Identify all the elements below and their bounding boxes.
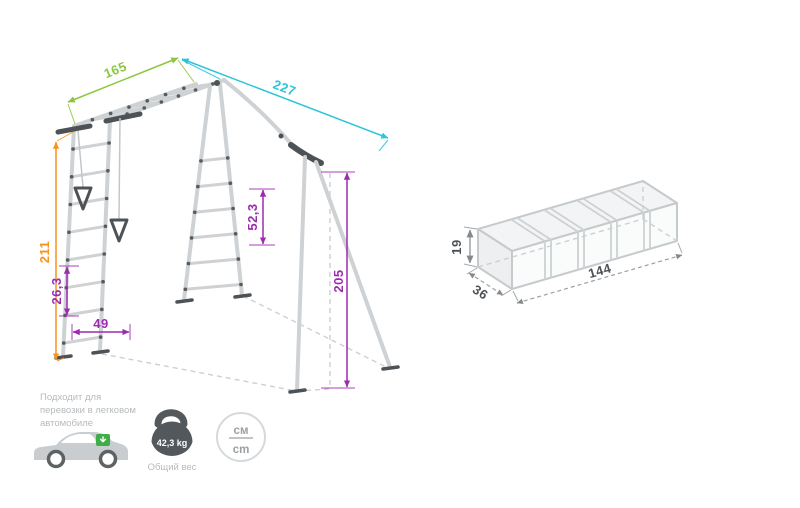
- kettlebell-body: [151, 421, 193, 456]
- dim-label-36: 36: [470, 282, 491, 303]
- dimension-left-height: 211: [37, 131, 74, 362]
- dim-ext: [321, 171, 355, 389]
- wall-ladder: [61, 118, 112, 359]
- transport-note-line3: автомобиле: [40, 418, 93, 429]
- swing-hanger-bracket: [288, 142, 324, 166]
- ring-ropes: [77, 117, 121, 220]
- units-circle: [216, 412, 266, 462]
- dimension-right-height: 205: [321, 171, 355, 389]
- package-hidden-edges: [477, 181, 678, 268]
- a-frame-ladder: [182, 80, 244, 302]
- box-arrow-icon: [99, 436, 107, 443]
- top-brackets: [55, 111, 143, 135]
- dim-label-144: 144: [587, 260, 614, 281]
- units-ru: см: [234, 425, 249, 437]
- dim-label-52-3: 52,3: [245, 203, 260, 230]
- dim-ext: [249, 188, 275, 246]
- dim-label-165: 165: [102, 59, 129, 82]
- car-icon: [34, 432, 128, 469]
- dim-ext: [463, 226, 478, 268]
- ring-left: [73, 186, 93, 211]
- units-en: cm: [233, 444, 250, 456]
- gym-rings: [73, 117, 129, 243]
- car-wheel-front: [46, 449, 66, 469]
- swingset-dimensions: 165 227 211 52,3 26,3 49: [37, 57, 389, 389]
- kettlebell-icon: 42,3 kg: [151, 409, 193, 456]
- dim-line: [67, 57, 179, 103]
- dim-line: [181, 58, 389, 139]
- car-windows: [61, 434, 96, 443]
- dim-label-211: 211: [37, 241, 52, 263]
- dimension-bottom-width: 49: [71, 316, 131, 340]
- kettlebell-handle: [154, 409, 188, 428]
- swing-legs: [295, 155, 392, 392]
- dim-label-49: 49: [93, 316, 108, 331]
- dim-label-205: 205: [331, 269, 346, 292]
- dimension-package-length: 144: [512, 242, 683, 305]
- units-badge: см cm: [216, 412, 266, 462]
- wall-ladder-rungs: [62, 141, 111, 345]
- transport-note-line2: перевозки в легковом: [40, 405, 136, 416]
- dim-ext: [56, 131, 74, 362]
- a-frame-legs: [182, 82, 244, 302]
- dimension-middle-height: 52,3: [245, 188, 275, 246]
- monkey-bars: [55, 78, 226, 135]
- package-drawing: 19 36 144: [449, 180, 683, 305]
- dim-ext: [71, 324, 131, 340]
- dimension-package-height: 19: [449, 226, 478, 268]
- dim-label-26-3: 26,3: [49, 277, 64, 304]
- swing-hook: [278, 133, 284, 139]
- ring-right: [109, 218, 129, 243]
- weight-value: 42,3 kg: [157, 438, 188, 448]
- foot-plates: [54, 293, 400, 394]
- monkey-bar-joints: [90, 82, 215, 122]
- weight-label: Общий вес: [148, 462, 197, 473]
- dim-line: [516, 253, 683, 305]
- car-wheel-rear: [98, 449, 118, 469]
- wall-ladder-rails: [61, 118, 112, 359]
- a-frame-joints: [183, 156, 243, 292]
- dim-label-227: 227: [271, 77, 298, 99]
- a-frame-rungs: [183, 156, 243, 291]
- dimension-rung-spacing: 26,3: [49, 265, 79, 317]
- transport-note: Подходит для перевозки в легковом автомо…: [40, 392, 136, 429]
- swing-frame: [222, 78, 392, 392]
- dim-ext: [59, 265, 79, 317]
- dim-label-19: 19: [449, 239, 464, 254]
- dimension-package-depth: 36: [466, 267, 512, 303]
- transport-note-line1: Подходит для: [40, 392, 101, 403]
- apex-joint: [214, 80, 220, 86]
